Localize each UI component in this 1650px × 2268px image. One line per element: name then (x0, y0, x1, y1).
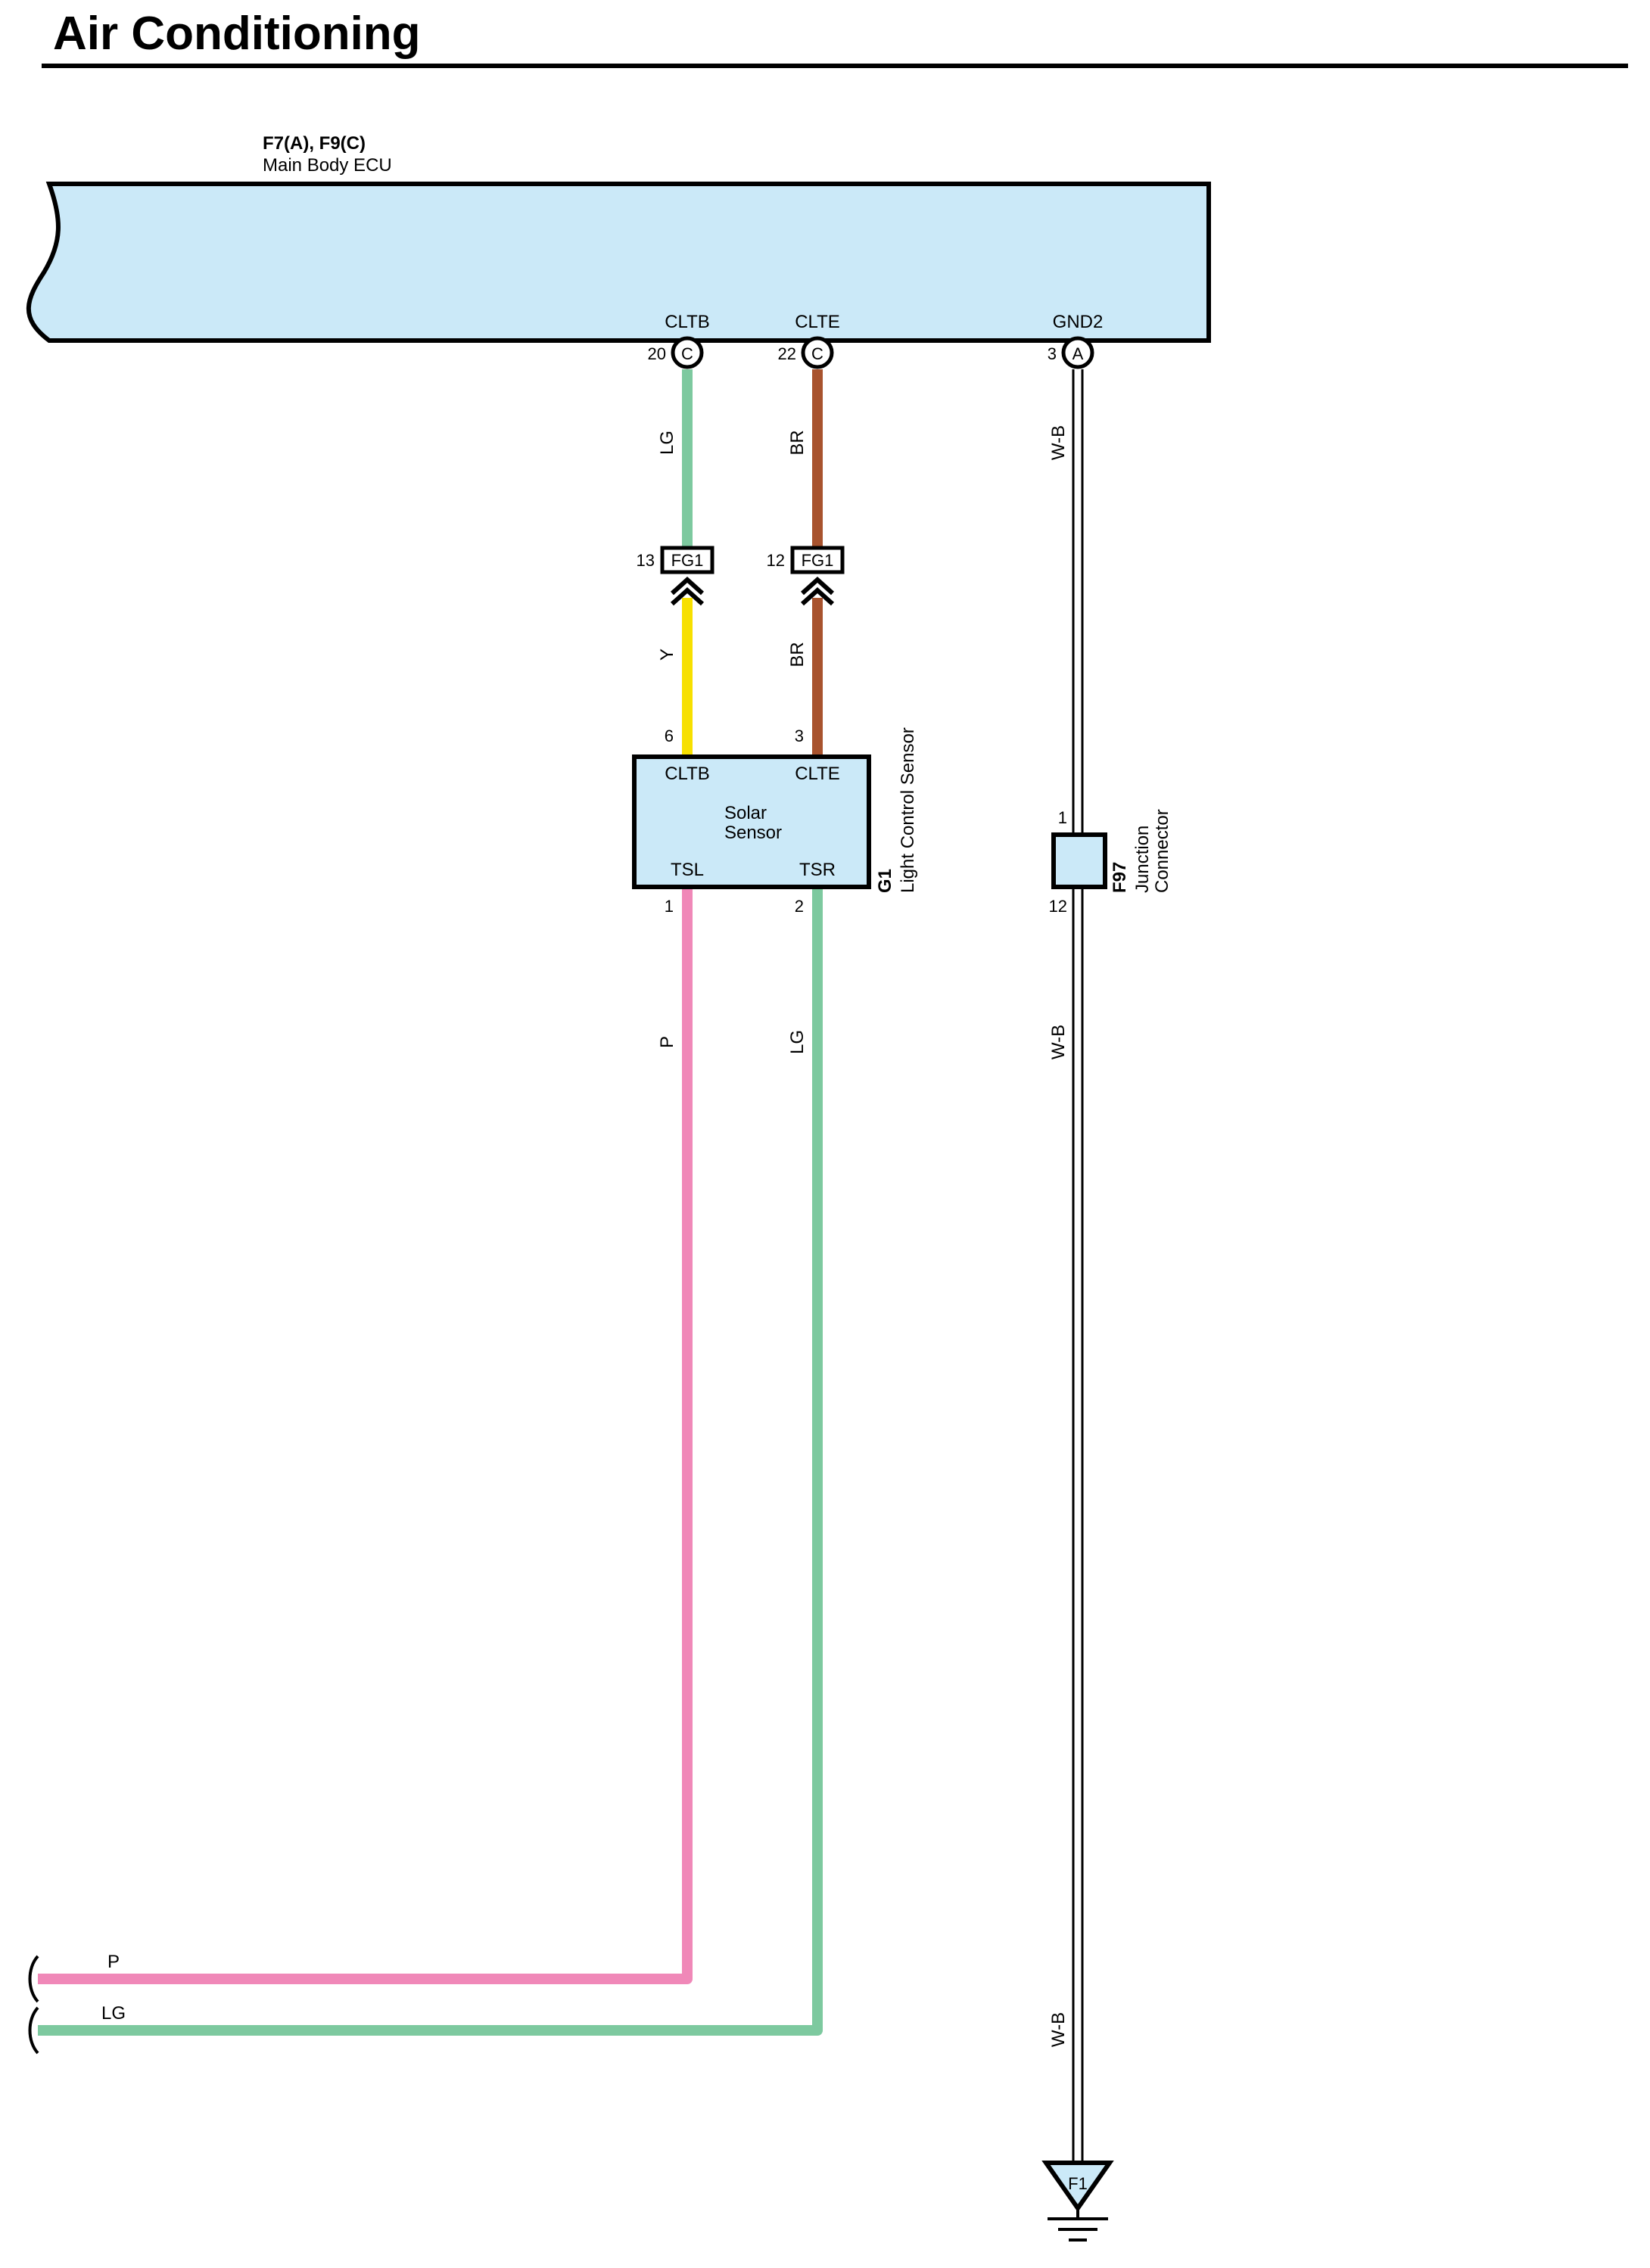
wire-tsl (38, 887, 693, 1984)
page-title: Air Conditioning (53, 8, 421, 60)
wire-label-tsl: P (657, 1036, 677, 1048)
junction-fg1-12-pin: 12 (767, 551, 785, 570)
wire-label-gnd-middle: W-B (1048, 1025, 1069, 1059)
ecu-pin-gnd2-connector: A (1072, 344, 1084, 363)
sensor-pin-cltb: 6 (665, 726, 674, 745)
sensor-pin-clte: 3 (795, 726, 804, 745)
ecu-terminal-gnd2: GND2 (1053, 312, 1104, 332)
junction-fg1-13-pin: 13 (637, 551, 655, 570)
jc-box (1051, 832, 1107, 889)
sensor-title-line1: Solar (724, 803, 767, 823)
sensor-terminal-tsl: TSL (671, 860, 704, 880)
ecu-pin-cltb: C (671, 336, 704, 369)
wire-label-exit-p: P (107, 1952, 120, 1972)
sensor-code: G1 (875, 869, 895, 893)
wire-label-cltb-lower: Y (657, 649, 677, 661)
wire-tsr (38, 887, 823, 2036)
ecu-pin-clte-number: 22 (778, 344, 796, 363)
ecu-terminal-cltb: CLTB (665, 312, 710, 332)
sensor-pin-tsr: 2 (795, 897, 804, 916)
ecu-pin-gnd2-number: 3 (1048, 344, 1057, 363)
wire-label-exit-lg: LG (101, 2003, 126, 2024)
sensor-name: Light Control Sensor (898, 727, 918, 893)
wire-gnd (1072, 369, 1084, 2163)
sensor-box (632, 754, 871, 889)
wire-label-cltb-upper: LG (657, 431, 677, 455)
ecu-pin-cltb-number: 20 (648, 344, 666, 363)
junction-fg1-13-label: FG1 (671, 551, 704, 570)
wire-label-clte-lower: BR (787, 642, 808, 667)
wire-break-p (28, 1955, 39, 2003)
ecu-pin-cltb-connector: C (681, 344, 693, 363)
wire-label-clte-upper: BR (787, 430, 808, 455)
title-rule (42, 64, 1628, 68)
junction-fg1-12: FG1 (790, 546, 845, 606)
jc-pin-top: 1 (1058, 808, 1067, 827)
sensor-pin-tsl: 1 (665, 897, 674, 916)
sensor-terminal-clte: CLTE (795, 764, 840, 784)
jc-code: F97 (1110, 862, 1130, 893)
ground-label: F1 (1068, 2174, 1088, 2193)
ecu-pin-clte: C (801, 336, 834, 369)
ecu-terminal-clte: CLTE (795, 312, 840, 332)
sensor-title-line2: Sensor (724, 823, 782, 843)
sensor-terminal-tsr: TSR (799, 860, 836, 880)
ground-symbol: F1 (1041, 2161, 1114, 2242)
ecu-pin-gnd2: A (1061, 336, 1094, 369)
jc-pin-bottom: 12 (1049, 897, 1067, 916)
wire-label-gnd-lower: W-B (1048, 2012, 1069, 2047)
jc-line2: Connector (1152, 809, 1172, 893)
junction-fg1-12-label: FG1 (802, 551, 834, 570)
jc-line1: Junction (1132, 826, 1153, 893)
junction-fg1-13: FG1 (660, 546, 714, 606)
wire-break-lg (28, 2006, 39, 2055)
ecu-codes: F7(A), F9(C) (263, 133, 366, 154)
sensor-terminal-cltb: CLTB (665, 764, 710, 784)
ecu-box (26, 182, 1211, 343)
wire-label-tsr: LG (787, 1030, 808, 1054)
ecu-name: Main Body ECU (263, 155, 392, 176)
wire-label-gnd-upper: W-B (1048, 425, 1069, 460)
ecu-pin-clte-connector: C (811, 344, 823, 363)
